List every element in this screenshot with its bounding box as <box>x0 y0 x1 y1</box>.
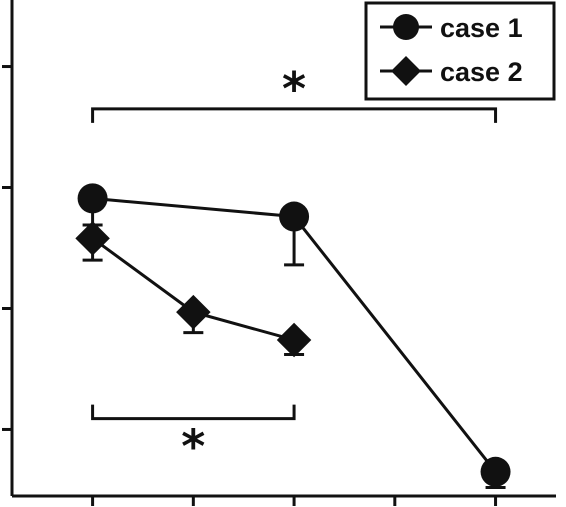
legend-label-0: case 1 <box>440 13 523 43</box>
series-1 <box>75 221 312 358</box>
data-point-0-2 <box>480 456 511 487</box>
significance-star-0: * <box>282 62 306 116</box>
bracket-1 <box>91 404 296 421</box>
legend-marker-0 <box>393 14 419 40</box>
data-point-0-0 <box>77 183 108 214</box>
series-0 <box>77 183 511 490</box>
significance-brackets: ** <box>91 62 498 474</box>
data-point-1-2 <box>276 322 312 358</box>
significance-star-1: * <box>181 420 205 474</box>
data-point-1-0 <box>75 221 110 256</box>
bracket-0 <box>91 107 498 123</box>
series-layer <box>75 183 511 490</box>
axes <box>2 0 556 506</box>
legend: case 1 case 2 <box>364 1 556 101</box>
legend-marker-1 <box>391 56 421 86</box>
legend-label-1: case 2 <box>440 57 523 87</box>
data-point-1-1 <box>176 294 211 330</box>
data-point-0-1 <box>279 201 310 232</box>
